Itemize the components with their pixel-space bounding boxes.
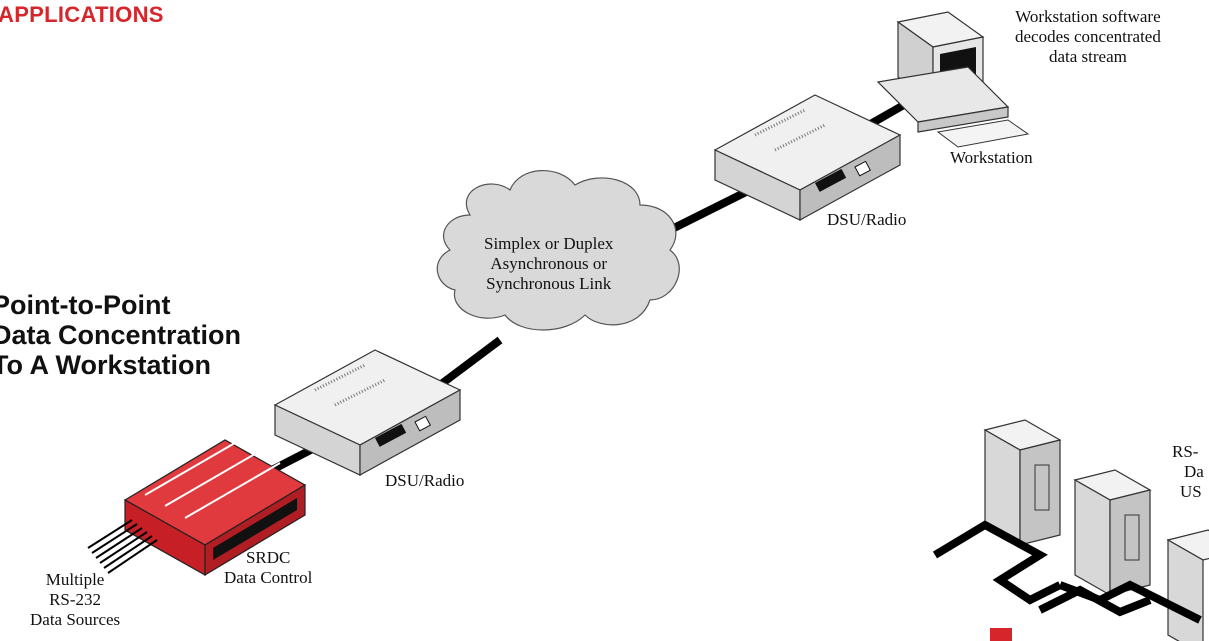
diagram-title: Point-to-Point Data Concentration To A W… bbox=[0, 290, 241, 380]
workstation-note-line-1: Workstation software bbox=[1015, 7, 1161, 26]
right-partial-line-3: US bbox=[1180, 482, 1202, 501]
sources-label-line-2: RS-232 bbox=[49, 590, 102, 609]
srdc-label-line-1: SRDC bbox=[245, 548, 291, 567]
right-partial-label: RS- Da US bbox=[1172, 442, 1209, 502]
cloud-label: Simplex or Duplex Asynchronous or Synchr… bbox=[484, 234, 613, 294]
computer-icon bbox=[876, 11, 1030, 148]
cloud-icon bbox=[436, 170, 680, 331]
title-line-3: To A Workstation bbox=[0, 350, 211, 380]
server-tower-icon bbox=[983, 419, 1062, 547]
cloud-label-line-1: Simplex or Duplex bbox=[484, 234, 614, 253]
workstation-note-line-3: data stream bbox=[1048, 47, 1127, 66]
cloud-label-line-2: Asynchronous or bbox=[490, 254, 608, 273]
server-tower-icon bbox=[1166, 529, 1209, 641]
srdc-label: SRDC Data Control bbox=[224, 548, 312, 588]
server-cables bbox=[932, 520, 1202, 624]
sources-label-line-1: Multiple bbox=[45, 570, 105, 589]
rs232-wires bbox=[87, 519, 158, 574]
right-partial-line-1: RS- bbox=[1172, 442, 1199, 461]
modem-icon bbox=[273, 349, 462, 477]
workstation-label: Workstation bbox=[950, 148, 1033, 167]
title-line-1: Point-to-Point bbox=[0, 290, 171, 320]
section-header: APPLICATIONS bbox=[0, 2, 164, 27]
srdc-label-line-2: Data Control bbox=[224, 568, 313, 587]
sources-label: Multiple RS-232 Data Sources bbox=[30, 570, 120, 630]
server-tower-icon bbox=[1073, 469, 1152, 597]
workstation-note-line-2: decodes concentrated bbox=[1015, 27, 1161, 46]
dsu-radio-top-label: DSU/Radio bbox=[827, 210, 907, 229]
workstation-note: Workstation software decodes concentrate… bbox=[1015, 7, 1161, 67]
partial-red-unit bbox=[990, 628, 1012, 641]
modem-icon bbox=[713, 94, 902, 222]
right-partial-line-2: Da bbox=[1184, 462, 1204, 481]
data-concentrator-icon bbox=[123, 439, 307, 577]
sources-label-line-3: Data Sources bbox=[30, 610, 121, 629]
dsu-radio-bottom-label: DSU/Radio bbox=[385, 471, 465, 490]
title-line-2: Data Concentration bbox=[0, 320, 242, 350]
cloud-label-line-3: Synchronous Link bbox=[486, 274, 612, 293]
